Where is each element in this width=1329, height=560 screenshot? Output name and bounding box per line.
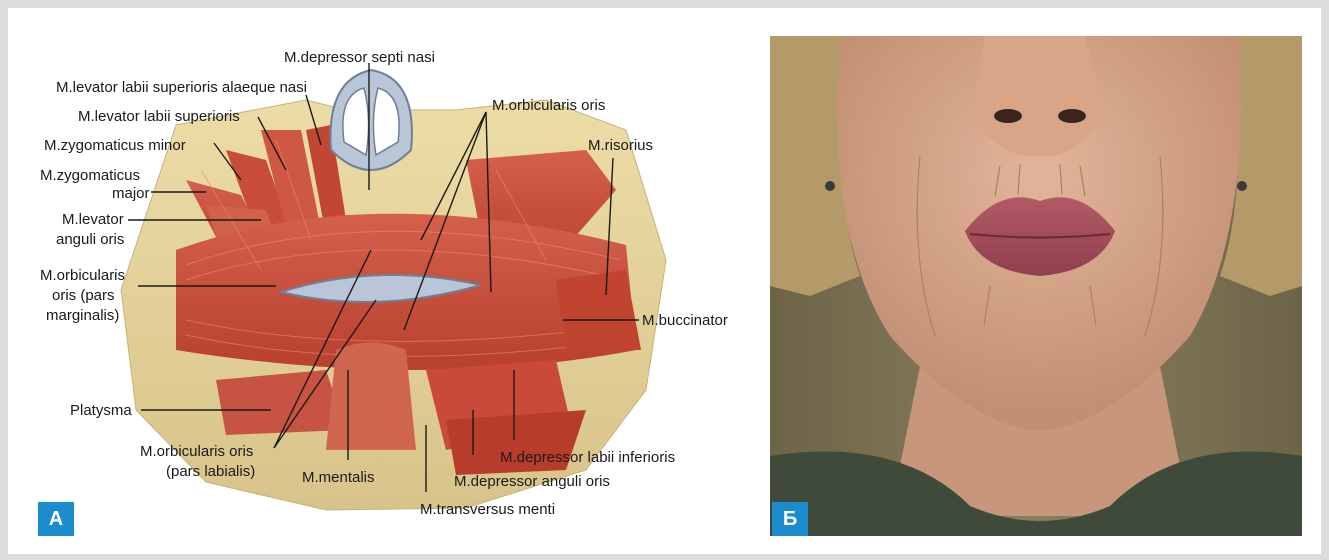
face-photo-panel [770, 36, 1302, 536]
label-zygomaticus-major-2: major [112, 185, 150, 202]
anatomy-illustration-panel: M.depressor septi nasi M.levator labii s… [26, 30, 760, 536]
left-nostril [994, 109, 1022, 123]
label-zygomaticus-minor: M.zygomaticus minor [44, 137, 186, 154]
label-depressor-septi: M.depressor septi nasi [284, 49, 435, 66]
label-orbicularis-marg-3: marginalis) [46, 307, 119, 324]
label-levator-anguli-1: M.levator [62, 211, 124, 228]
label-buccinator: M.buccinator [642, 312, 728, 329]
label-levator-alaeque: M.levator labii superioris alaeque nasi [56, 79, 307, 96]
panel-b-badge: Б [772, 502, 808, 536]
nose-cartilage [331, 70, 412, 170]
label-levator-anguli-2: anguli oris [56, 231, 124, 248]
anatomy-illustration: M.depressor septi nasi M.levator labii s… [26, 30, 760, 536]
left-earring [825, 181, 835, 191]
face-photo [770, 36, 1302, 536]
buccinator-muscle [556, 270, 641, 350]
right-earring [1237, 181, 1247, 191]
panel-a-badge: А [38, 502, 74, 536]
label-orbicularis-lab-1: M.orbicularis oris [140, 443, 253, 460]
label-depressor-labii-inf: M.depressor labii inferioris [500, 449, 675, 466]
right-nostril [1058, 109, 1086, 123]
label-orbicularis-oris: M.orbicularis oris [492, 97, 605, 114]
nose [975, 36, 1100, 157]
label-zygomaticus-major-1: M.zygomaticus [40, 167, 140, 184]
platysma-muscle [216, 370, 346, 435]
label-platysma: Platysma [70, 402, 132, 419]
label-orbicularis-marg-1: M.orbicularis [40, 267, 125, 284]
label-orbicularis-marg-2: oris (pars [52, 287, 115, 304]
mentalis-muscle [326, 343, 416, 451]
label-risorius: M.risorius [588, 137, 653, 154]
label-orbicularis-lab-2: (pars labialis) [166, 463, 255, 480]
label-transversus-menti: M.transversus menti [420, 501, 555, 518]
label-levator-labii-sup: M.levator labii superioris [78, 108, 240, 125]
label-mentalis: M.mentalis [302, 469, 375, 486]
label-depressor-anguli: M.depressor anguli oris [454, 473, 610, 490]
